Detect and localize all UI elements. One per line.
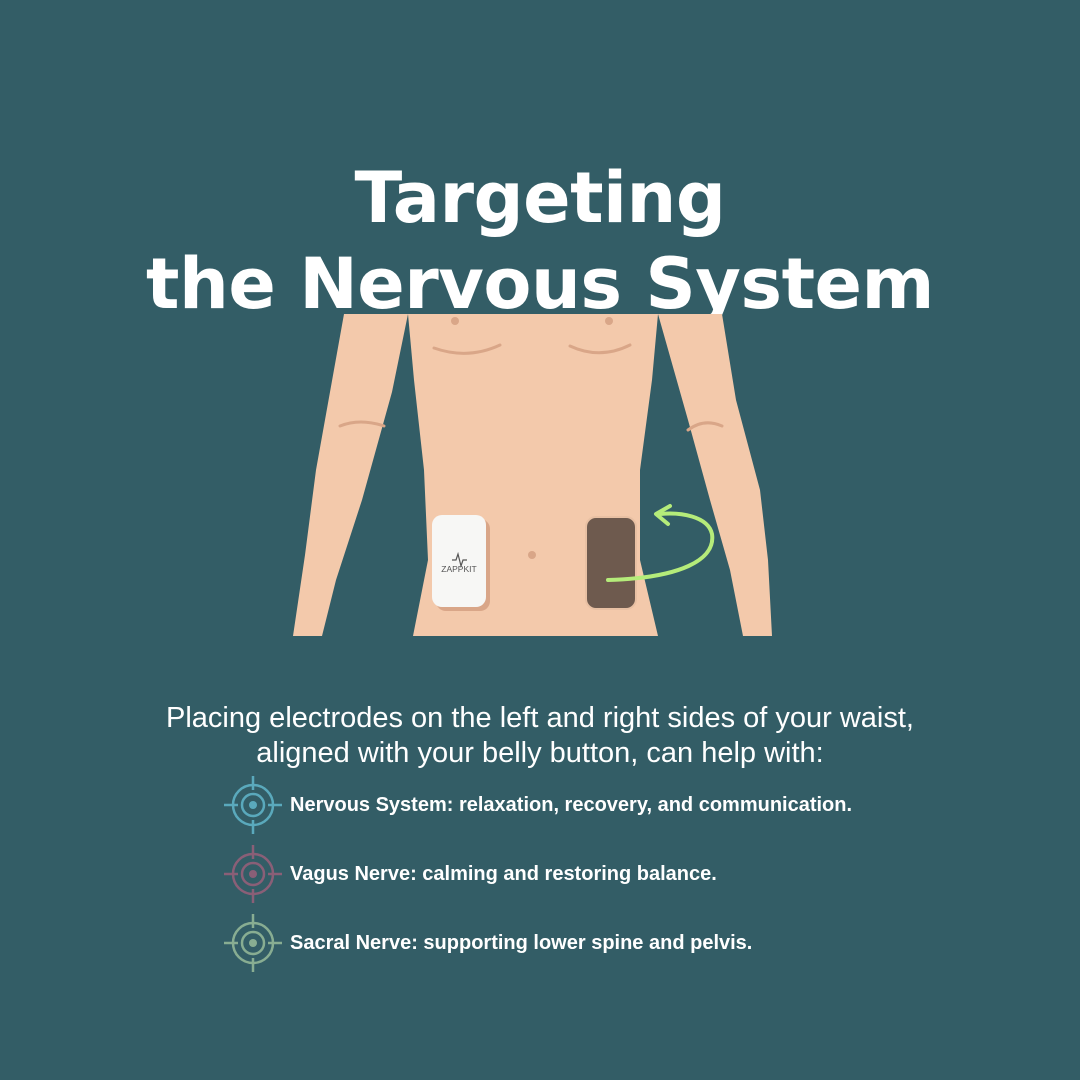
description: Placing electrodes on the left and right… [166,702,914,769]
target-icon [224,914,282,972]
zappkit-device: ZAPPKIT [432,515,490,611]
benefit-text: Vagus Nerve: calming and restoring balan… [290,862,717,885]
right-arm [658,314,772,636]
left-elbow-crease [338,420,386,428]
left-nipple [451,317,459,325]
benefit-item-nervous-system: Nervous System: relaxation, recovery, an… [222,776,982,834]
heartbeat-logo-icon [452,551,467,569]
belly-button [528,551,536,559]
right-nipple [605,317,613,325]
left-pec-line [432,343,502,355]
arrowhead-icon [654,504,672,526]
benefit-list: Nervous System: relaxation, recovery, an… [222,776,982,983]
device-brand: ZAPPKIT [441,564,476,574]
left-arm [293,314,408,636]
title-line-1: Targeting [354,156,726,239]
target-icon [224,776,282,834]
electrode-pad [585,516,637,610]
benefit-item-sacral-nerve: Sacral Nerve: supporting lower spine and… [222,914,982,972]
title-line-2: the Nervous System [146,242,934,325]
placement-arrow [606,511,715,582]
right-pec-line [568,343,632,355]
benefit-item-vagus-nerve: Vagus Nerve: calming and restoring balan… [222,845,982,903]
benefit-text: Sacral Nerve: supporting lower spine and… [290,931,753,954]
benefit-text: Nervous System: relaxation, recovery, an… [290,793,853,816]
target-icon [224,845,282,903]
right-elbow-crease [686,421,724,432]
page-title: Targeting the Nervous System [0,155,1080,327]
